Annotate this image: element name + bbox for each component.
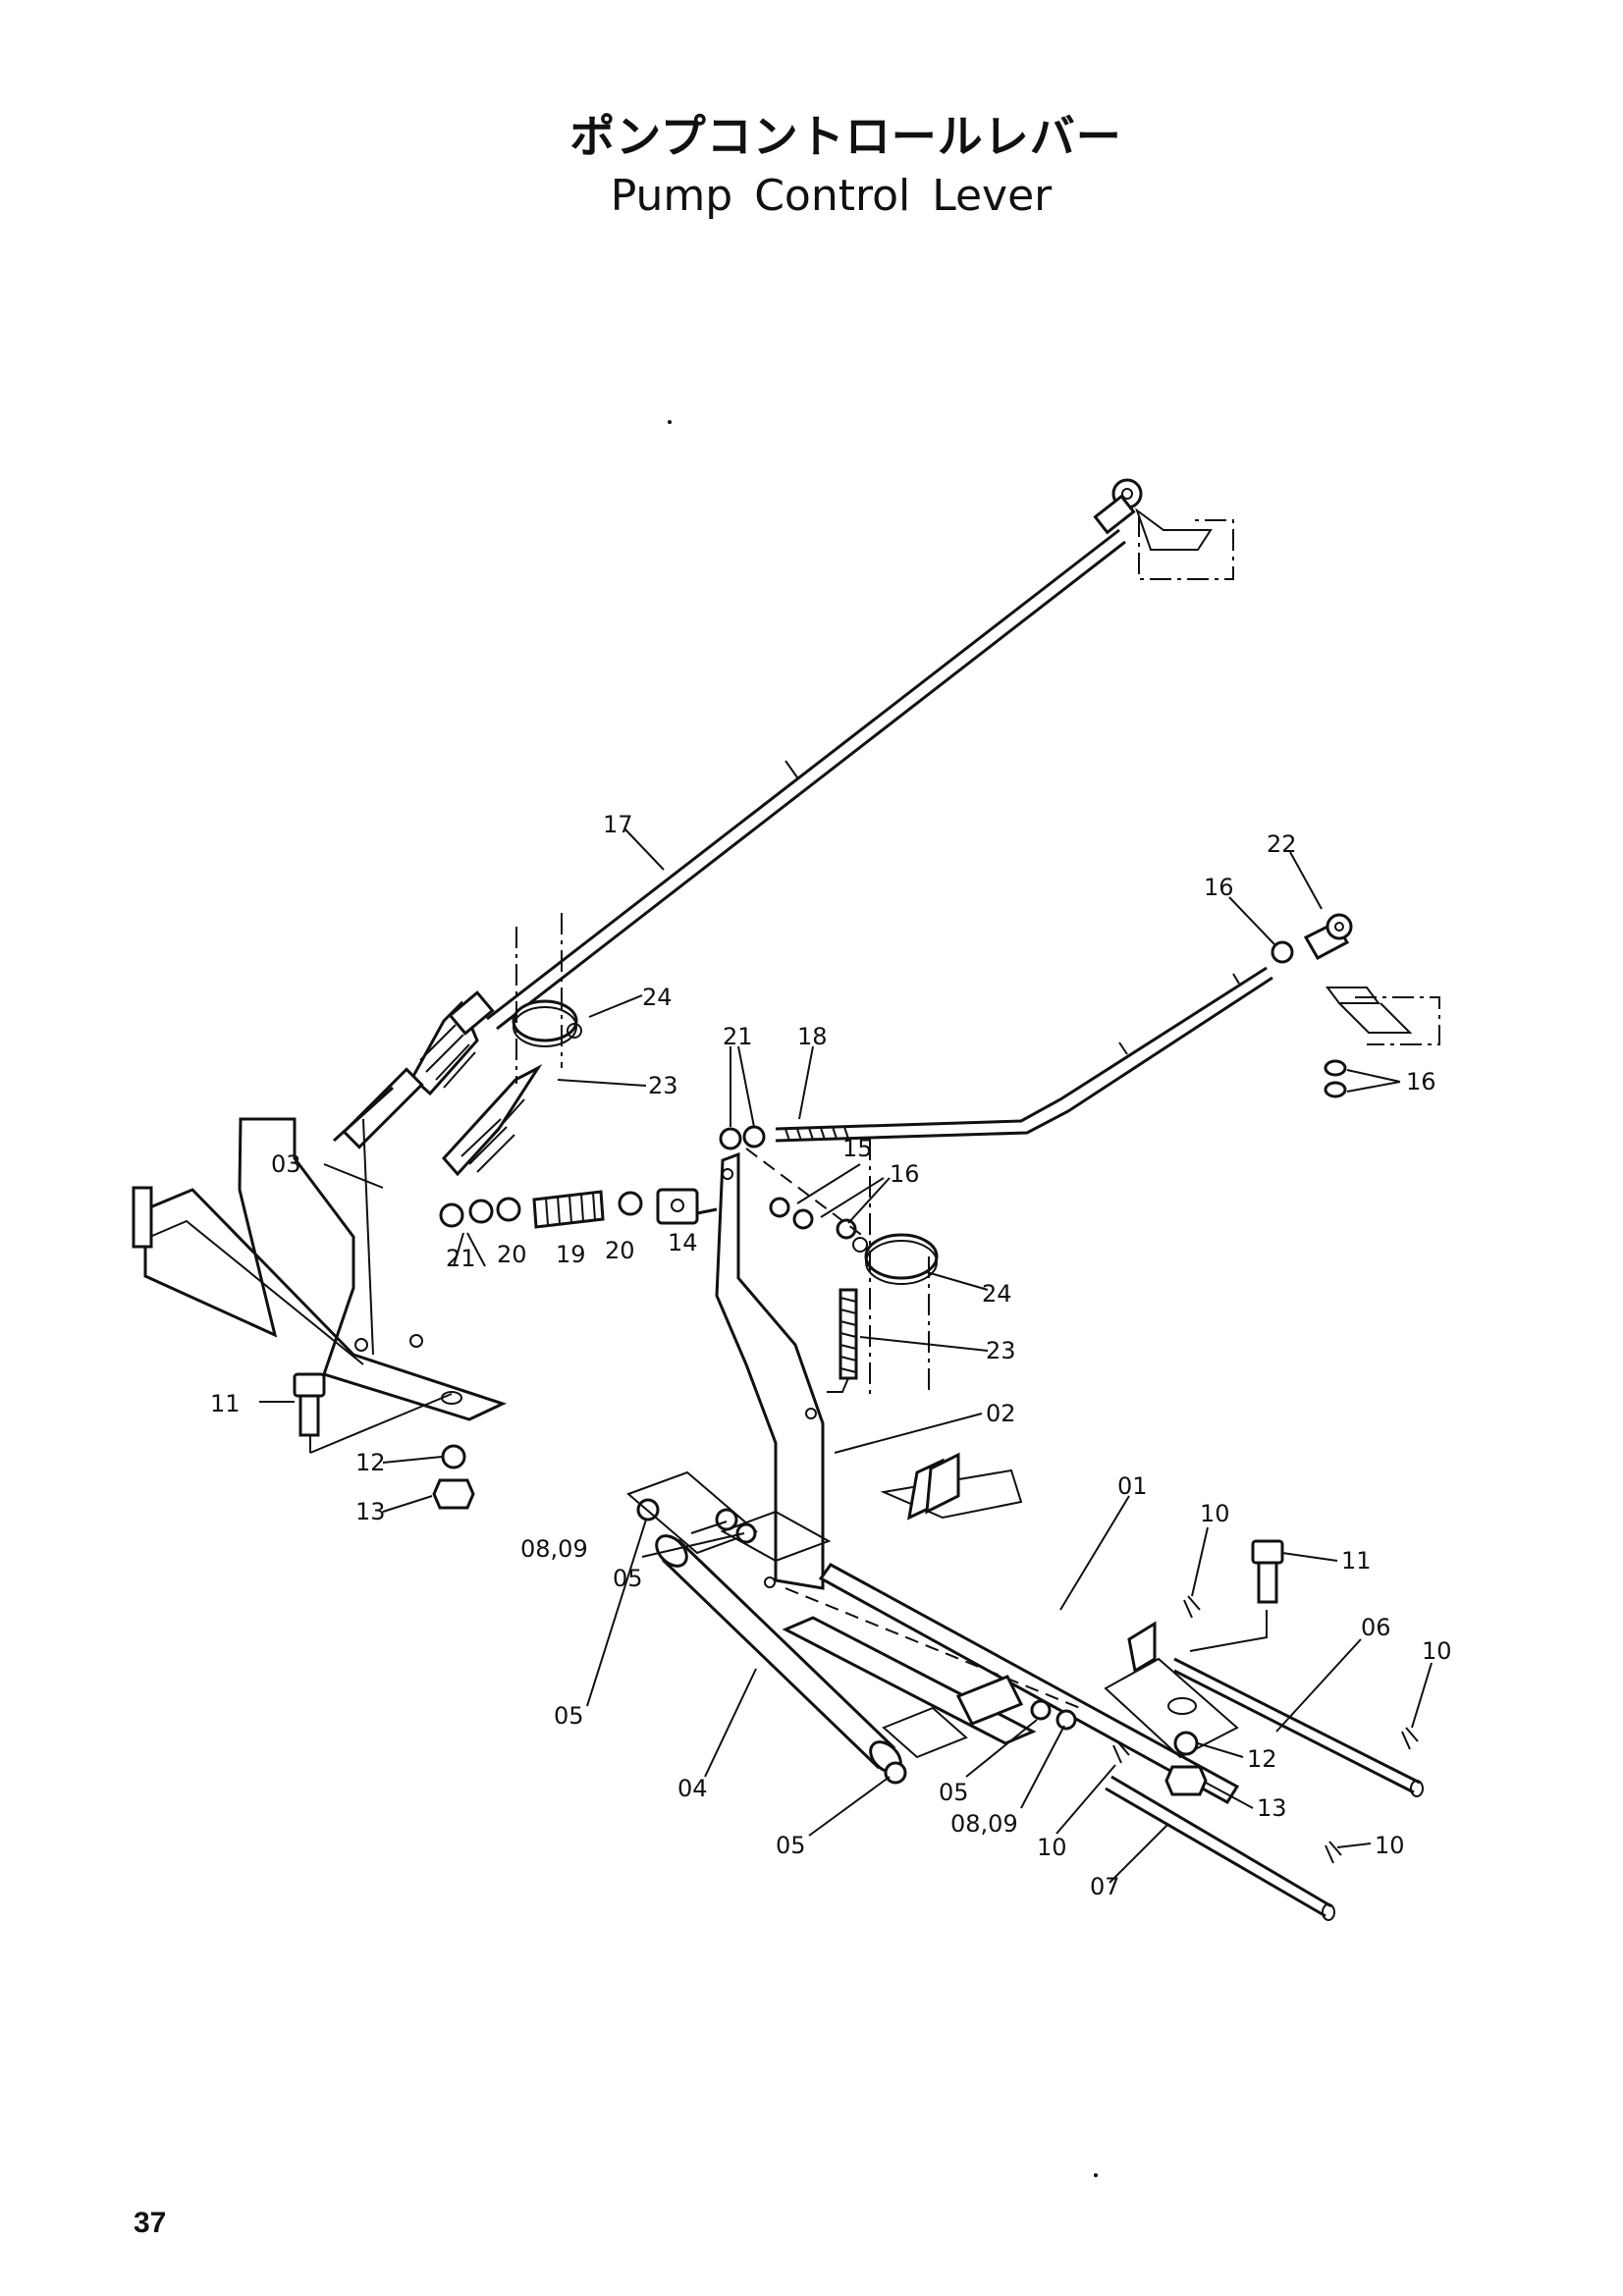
callout-13-left: 13 <box>355 1498 386 1525</box>
control-rod-17 <box>486 478 1234 1031</box>
callout-10-middle: 10 <box>1037 1834 1067 1861</box>
callout-20-right: 20 <box>605 1237 635 1264</box>
callout-05-pipe-left: 05 <box>554 1702 584 1730</box>
spring-23-right <box>827 1288 858 1393</box>
callout-05-pipe-right: 05 <box>776 1832 806 1859</box>
page-number: 37 <box>134 2207 167 2239</box>
clamp-24-right <box>852 1233 939 1285</box>
callout-17: 17 <box>603 811 633 838</box>
lever-02 <box>715 1151 825 1590</box>
bracket-03 <box>132 1117 508 1421</box>
callout-10-top: 10 <box>1200 1500 1230 1527</box>
bolt-11-right <box>1164 1539 1284 1796</box>
callout-16-right: 16 <box>1406 1068 1436 1095</box>
shaft-rod-06-07 <box>1104 1621 1424 1921</box>
callout-20-left: 20 <box>497 1241 527 1268</box>
callout-14: 14 <box>668 1229 698 1256</box>
callout-0809-right: 08,09 <box>950 1810 1018 1838</box>
title-english: Pump Control Lever <box>610 171 1053 221</box>
boot-23-lower <box>441 1064 543 1177</box>
title-japanese: ポンプコントロールレバー <box>569 110 1122 163</box>
callout-0809-left: 08,09 <box>520 1535 588 1563</box>
callout-07: 07 <box>1090 1873 1120 1900</box>
callout-12-left: 12 <box>355 1449 386 1476</box>
leader-lines <box>259 828 1433 1884</box>
callout-24-right: 24 <box>982 1280 1012 1308</box>
callout-11-left: 11 <box>210 1390 241 1417</box>
callout-04: 04 <box>677 1775 708 1802</box>
callout-13-right: 13 <box>1257 1794 1287 1822</box>
callout-21-right: 21 <box>723 1023 753 1050</box>
bracket-plates-lower <box>715 1508 1077 1745</box>
print-speck <box>1094 2173 1098 2177</box>
callout-21-left: 21 <box>446 1245 476 1272</box>
spring-19-parts <box>439 1188 718 1229</box>
callout-06: 06 <box>1361 1614 1391 1641</box>
callout-10-bottom: 10 <box>1375 1832 1405 1859</box>
callout-22: 22 <box>1267 830 1297 858</box>
callout-23-right: 23 <box>986 1337 1016 1364</box>
callout-16-middle: 16 <box>890 1160 920 1188</box>
rod-18 <box>775 913 1440 1143</box>
clamp-24-left <box>512 999 582 1047</box>
callout-18: 18 <box>797 1023 828 1050</box>
callout-16-top: 16 <box>1204 874 1234 901</box>
shaft-01 <box>784 1452 1240 1804</box>
callout-05-plate: 05 <box>939 1779 969 1806</box>
print-speck <box>668 420 672 424</box>
centerlines <box>515 913 930 1394</box>
cotter-pins-10 <box>1112 1595 1419 1864</box>
left-boot-23 <box>332 990 495 1149</box>
callout-03: 03 <box>271 1150 301 1178</box>
callout-19: 19 <box>556 1241 586 1268</box>
callout-15: 15 <box>842 1135 873 1162</box>
callout-12-right: 12 <box>1247 1745 1277 1773</box>
callout-23-left: 23 <box>648 1072 678 1099</box>
callout-24-left: 24 <box>642 984 673 1011</box>
callout-labels: 17 24 23 03 21 20 19 20 14 21 18 15 16 2… <box>210 811 1452 1900</box>
callout-10-right: 10 <box>1422 1637 1452 1665</box>
callout-02: 02 <box>986 1400 1016 1427</box>
small-hardware-15-16-21 <box>719 1125 865 1240</box>
callout-05-lever: 05 <box>613 1565 643 1592</box>
title-block: ポンプコントロールレバー Pump Control Lever <box>0 106 1623 226</box>
bolt-11-left <box>293 1372 475 1510</box>
callout-01: 01 <box>1117 1472 1148 1500</box>
callout-11-right: 11 <box>1341 1547 1372 1575</box>
